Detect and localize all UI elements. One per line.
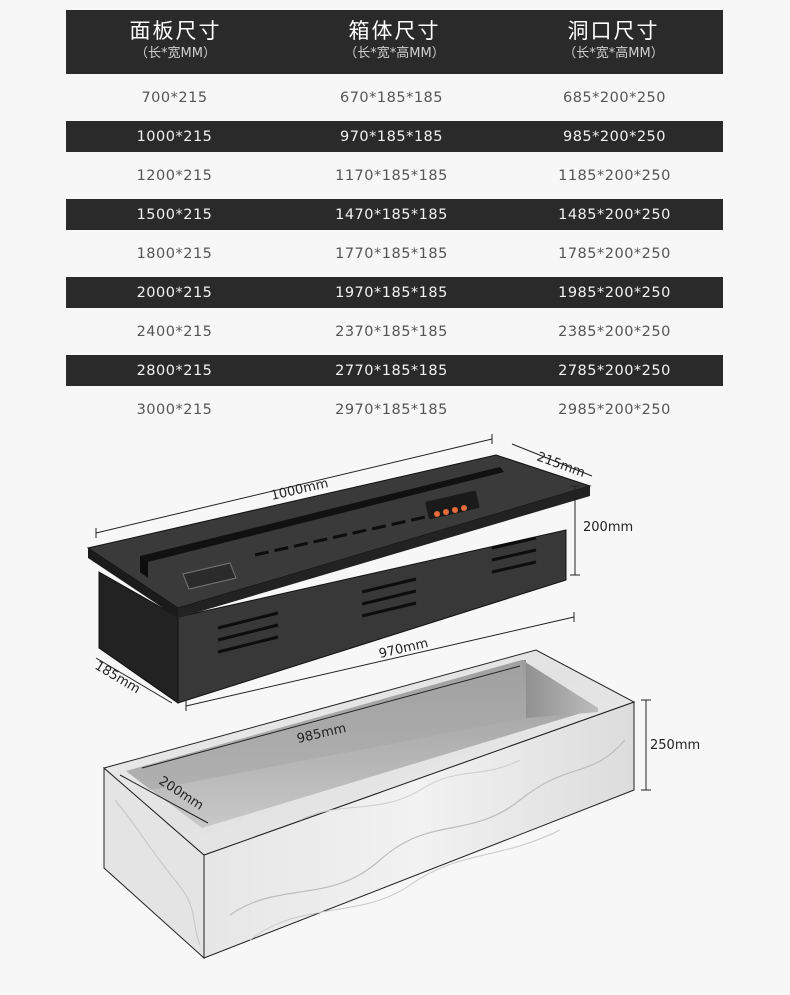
label-opening-height: 250mm bbox=[650, 738, 700, 753]
cell-box: 2370*185*185 bbox=[335, 323, 448, 340]
fireplace-box bbox=[86, 454, 592, 704]
cell-opening: 1985*200*250 bbox=[558, 284, 671, 301]
cell-panel: 1800*215 bbox=[136, 245, 213, 262]
cell-box: 1170*185*185 bbox=[335, 167, 448, 184]
table-row: 2000*215 1970*185*185 1985*200*250 bbox=[66, 277, 723, 308]
cell-panel: 2400*215 bbox=[136, 323, 213, 340]
cell-opening: 2385*200*250 bbox=[558, 323, 671, 340]
table-row: 2800*215 2770*185*185 2785*200*250 bbox=[66, 355, 723, 386]
cell-opening: 1785*200*250 bbox=[558, 245, 671, 262]
cell-panel: 1500*215 bbox=[136, 206, 213, 223]
label-box-height: 200mm bbox=[583, 520, 633, 535]
dimension-lines bbox=[95, 434, 651, 824]
cell-opening: 2985*200*250 bbox=[558, 401, 671, 418]
cell-panel: 1200*215 bbox=[136, 167, 213, 184]
cell-panel: 700*215 bbox=[141, 89, 208, 106]
cell-box: 970*185*185 bbox=[339, 128, 444, 145]
cell-box: 2970*185*185 bbox=[335, 401, 448, 418]
cell-panel: 3000*215 bbox=[136, 401, 213, 418]
header-panel-size: 面板尺寸 （长*宽MM） bbox=[129, 19, 222, 61]
cell-opening: 2785*200*250 bbox=[558, 362, 671, 379]
cell-box: 670*185*185 bbox=[339, 89, 444, 106]
cell-panel: 2000*215 bbox=[136, 284, 213, 301]
table-row: 3000*215 2970*185*185 2985*200*250 bbox=[66, 394, 723, 425]
spec-table: 面板尺寸 （长*宽MM） 箱体尺寸 （长*宽*高MM） 洞口尺寸 （长*宽*高M… bbox=[66, 10, 723, 425]
header-opening-size: 洞口尺寸 （长*宽*高MM） bbox=[563, 19, 664, 61]
label-box-length: 970mm bbox=[378, 636, 430, 662]
header-box-size: 箱体尺寸 （长*宽*高MM） bbox=[344, 19, 445, 61]
cell-opening: 685*200*250 bbox=[562, 89, 667, 106]
cell-opening: 1185*200*250 bbox=[558, 167, 671, 184]
cell-opening: 1485*200*250 bbox=[558, 206, 671, 223]
cell-box: 1770*185*185 bbox=[335, 245, 448, 262]
cell-box: 1970*185*185 bbox=[335, 284, 448, 301]
table-row: 1000*215 970*185*185 985*200*250 bbox=[66, 121, 723, 152]
dimension-illustration: 1000mm 215mm 200mm 970mm 185mm 985mm 200… bbox=[86, 434, 700, 960]
cell-panel: 2800*215 bbox=[136, 362, 213, 379]
cell-opening: 985*200*250 bbox=[562, 128, 667, 145]
table-row: 1800*215 1770*185*185 1785*200*250 bbox=[66, 238, 723, 269]
table-row: 1500*215 1470*185*185 1485*200*250 bbox=[66, 199, 723, 230]
marble-opening-block bbox=[102, 649, 636, 960]
cell-box: 1470*185*185 bbox=[335, 206, 448, 223]
table-row: 2400*215 2370*185*185 2385*200*250 bbox=[66, 316, 723, 347]
cell-panel: 1000*215 bbox=[136, 128, 213, 145]
table-row: 700*215 670*185*185 685*200*250 bbox=[66, 82, 723, 113]
table-row: 1200*215 1170*185*185 1185*200*250 bbox=[66, 160, 723, 191]
cell-box: 2770*185*185 bbox=[335, 362, 448, 379]
table-header: 面板尺寸 （长*宽MM） 箱体尺寸 （长*宽*高MM） 洞口尺寸 （长*宽*高M… bbox=[66, 10, 723, 74]
